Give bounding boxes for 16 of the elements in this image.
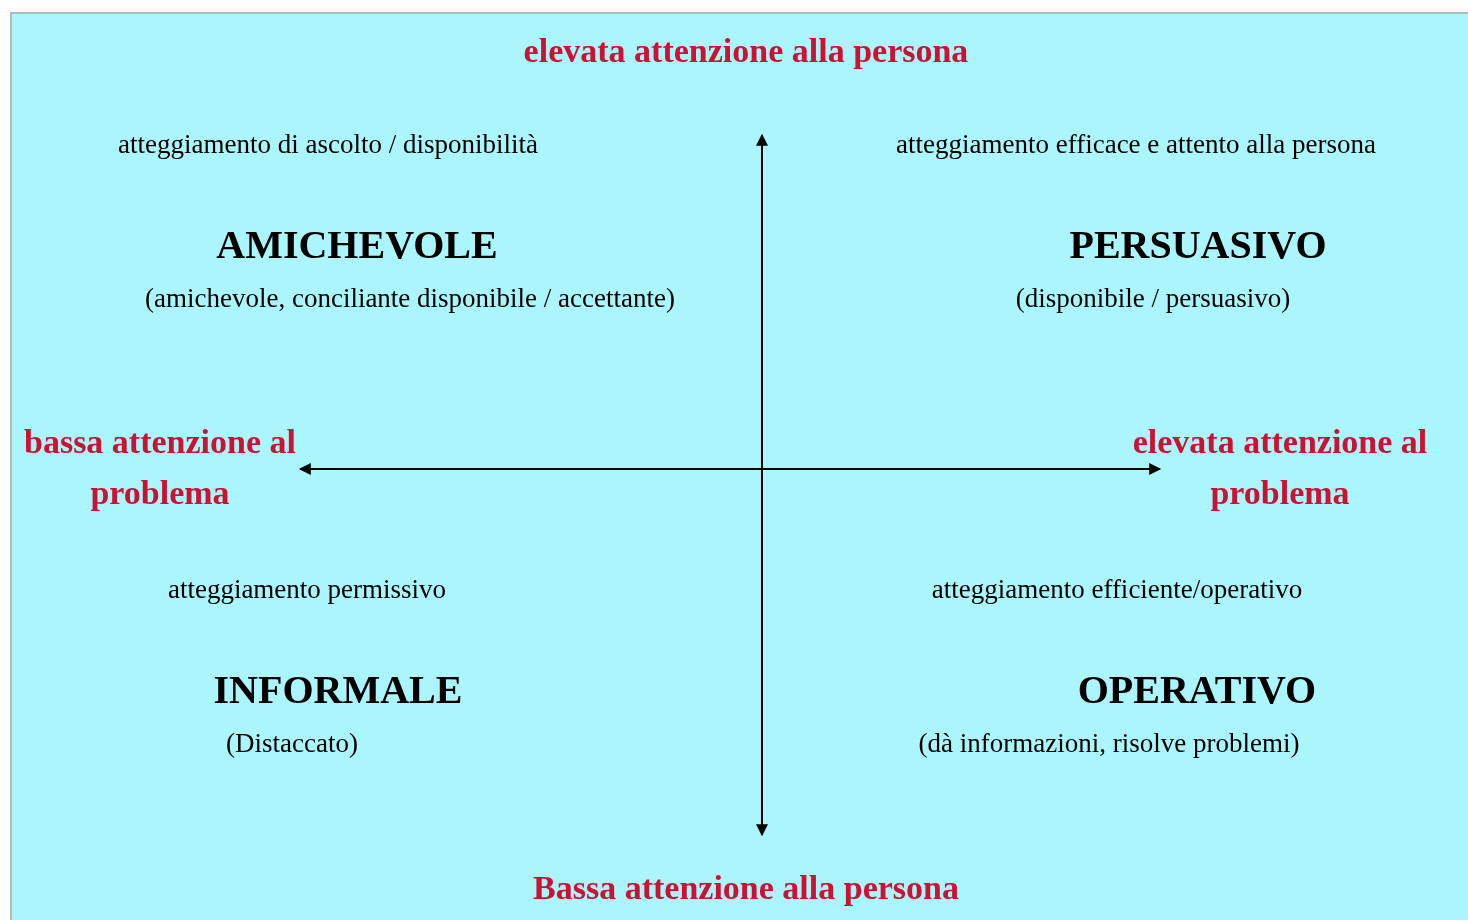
quadrant-description: atteggiamento efficiente/operativo [930,573,1304,606]
quadrant-subtitle: (dà informazioni, risolve problemi) [917,727,1301,760]
axis-label: elevata attenzione al problema [1131,422,1429,513]
axis-label: Bassa attenzione alla persona [532,868,960,908]
quadrant-title: PERSUASIVO [1068,221,1328,269]
axis-label: bassa attenzione al problema [23,422,297,513]
axis-label: elevata attenzione alla persona [522,31,970,71]
quadrant-subtitle: (amichevole, conciliante disponibile / accettante) [144,282,676,315]
quadrant-subtitle: (disponibile / persuasivo) [1014,282,1292,315]
quadrant-subtitle: (Distaccato) [225,727,359,760]
quadrant-title: OPERATIVO [1076,666,1318,714]
quadrant-title: AMICHEVOLE [215,221,499,269]
quadrant-title: INFORMALE [212,666,464,714]
quadrant-description: atteggiamento efficace e attento alla persona [895,128,1377,161]
quadrant-description: atteggiamento di ascolto / disponibilità [117,128,539,161]
quadrant-description: atteggiamento permissivo [166,573,448,606]
